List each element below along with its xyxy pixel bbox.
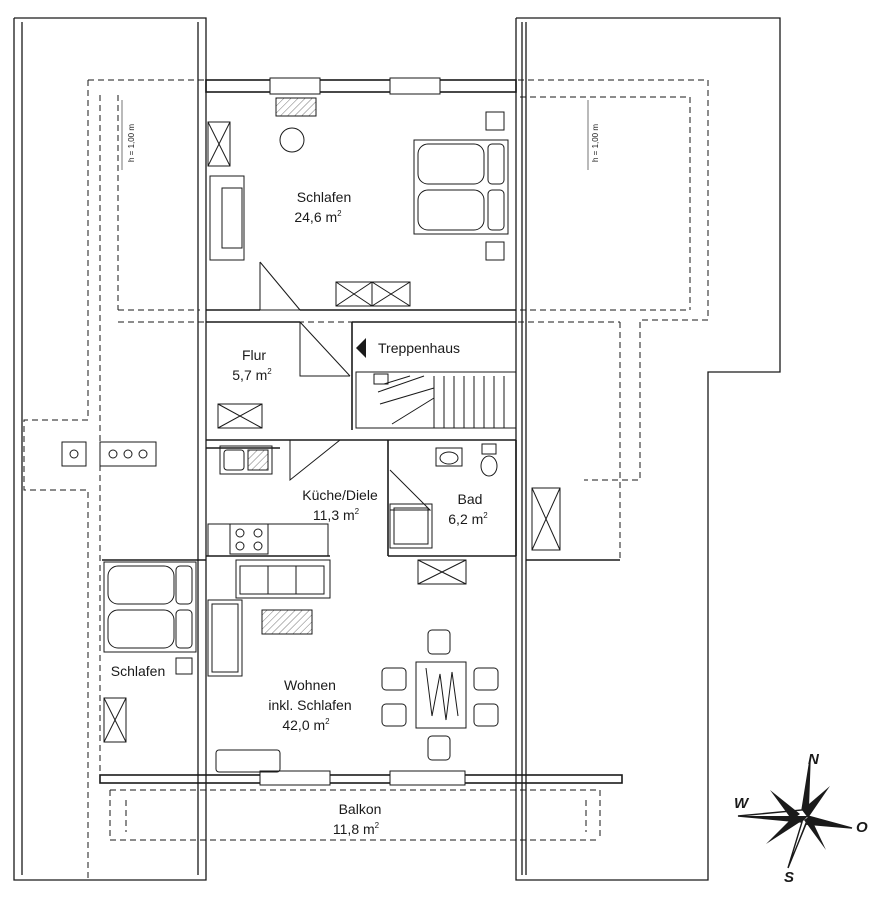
chimney-shafts (61, 441, 157, 467)
bathroom-fixtures (389, 443, 498, 549)
compass-south-label: S (784, 869, 794, 886)
living-room-furniture (207, 559, 499, 773)
compass-east-label: O (856, 819, 868, 836)
height-marker-left-label: h = 1,00 m (127, 124, 136, 162)
room-area-flur: 5,7 m2 (232, 367, 272, 383)
outer-roof-outline (13, 17, 781, 881)
room-name-balkon: Balkon (339, 801, 382, 817)
bedroom-furniture-left (103, 561, 197, 675)
room-name-schlafen-left: Schlafen (111, 663, 165, 679)
room-area-wohnen: 42,0 m2 (282, 717, 330, 733)
compass-rose: N O S W (734, 751, 868, 886)
room-name-schlafen-top: Schlafen (297, 189, 351, 205)
room-name-wohnen-line1: Wohnen (284, 677, 336, 693)
windows (259, 77, 466, 786)
room-name-kueche: Küche/Diele (302, 487, 378, 503)
kitchen-fixtures (207, 445, 329, 557)
compass-west-label: W (734, 795, 750, 812)
height-marker-right-label: h = 1,00 m (591, 124, 600, 162)
room-area-bad: 6,2 m2 (448, 511, 488, 527)
room-name-bad: Bad (458, 491, 483, 507)
room-area-schlafen-top: 24,6 m2 (294, 209, 342, 225)
compass-north-label: N (808, 751, 820, 768)
door-swings (259, 261, 432, 511)
staircase (355, 371, 517, 429)
room-name-treppenhaus: Treppenhaus (378, 340, 460, 356)
room-area-balkon: 11,8 m2 (333, 821, 380, 837)
height-marker-left: h = 1,00 m (121, 100, 136, 170)
room-area-kueche: 11,3 m2 (313, 507, 360, 523)
roof-windows (103, 121, 561, 743)
treppenhaus-arrow (356, 338, 366, 358)
dashed-overhang-outline (23, 79, 709, 880)
room-name-wohnen-line2: inkl. Schlafen (268, 697, 351, 713)
interior-walls (99, 79, 623, 784)
height-marker-right: h = 1,00 m (587, 100, 600, 170)
bedroom-furniture-top (209, 97, 509, 261)
room-name-flur: Flur (242, 347, 266, 363)
